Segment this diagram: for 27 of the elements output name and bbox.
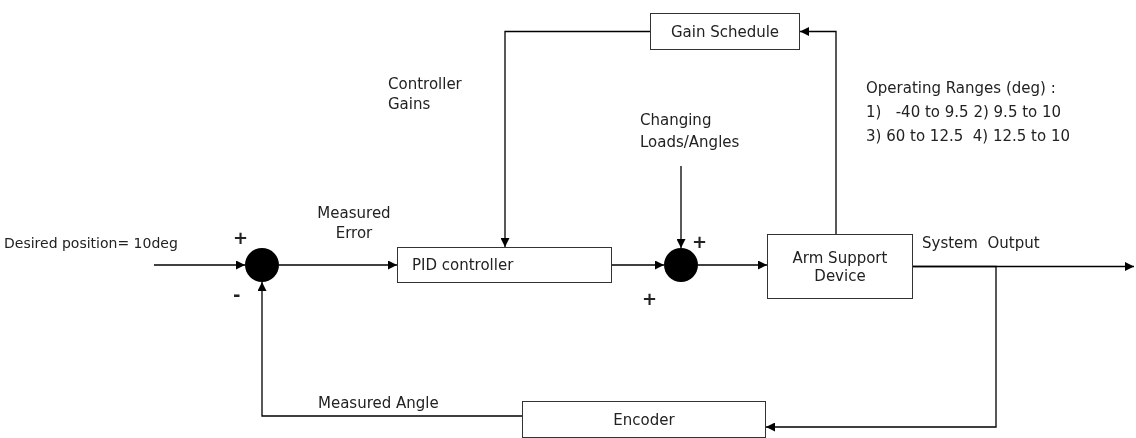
block-box: PID controller	[397, 247, 612, 283]
arrow	[278, 260, 398, 270]
summing-junction	[664, 248, 698, 282]
signal-text: Changing Loads/Angles	[640, 110, 760, 154]
note-text: Operating Ranges (deg) :	[866, 78, 1056, 99]
arrow	[765, 265, 997, 432]
arrow	[153, 260, 246, 270]
arrow	[697, 260, 768, 270]
sign-label: +	[642, 287, 658, 311]
block-box: Encoder	[522, 401, 766, 438]
block-box: Gain Schedule	[650, 13, 800, 50]
edge-label: Measured Error	[316, 203, 392, 244]
edge-label: Measured Angle	[318, 393, 439, 414]
edge-label: System Output	[922, 233, 1040, 254]
summing-junction	[245, 248, 279, 282]
sign-label: -	[233, 283, 241, 307]
arrow	[611, 260, 665, 270]
note-text: 1) -40 to 9.5 2) 9.5 to 10	[866, 102, 1062, 123]
signal-text: Desired position= 10deg	[4, 233, 209, 265]
block-box: Arm Support Device	[767, 234, 913, 299]
sign-label: +	[692, 230, 708, 254]
arrow	[500, 30, 651, 248]
sign-label: +	[233, 226, 249, 250]
arrow	[676, 165, 686, 249]
arrow	[257, 281, 523, 417]
note-text: 3) 60 to 12.5 4) 12.5 to 10	[866, 126, 1071, 147]
arrow	[799, 27, 837, 235]
